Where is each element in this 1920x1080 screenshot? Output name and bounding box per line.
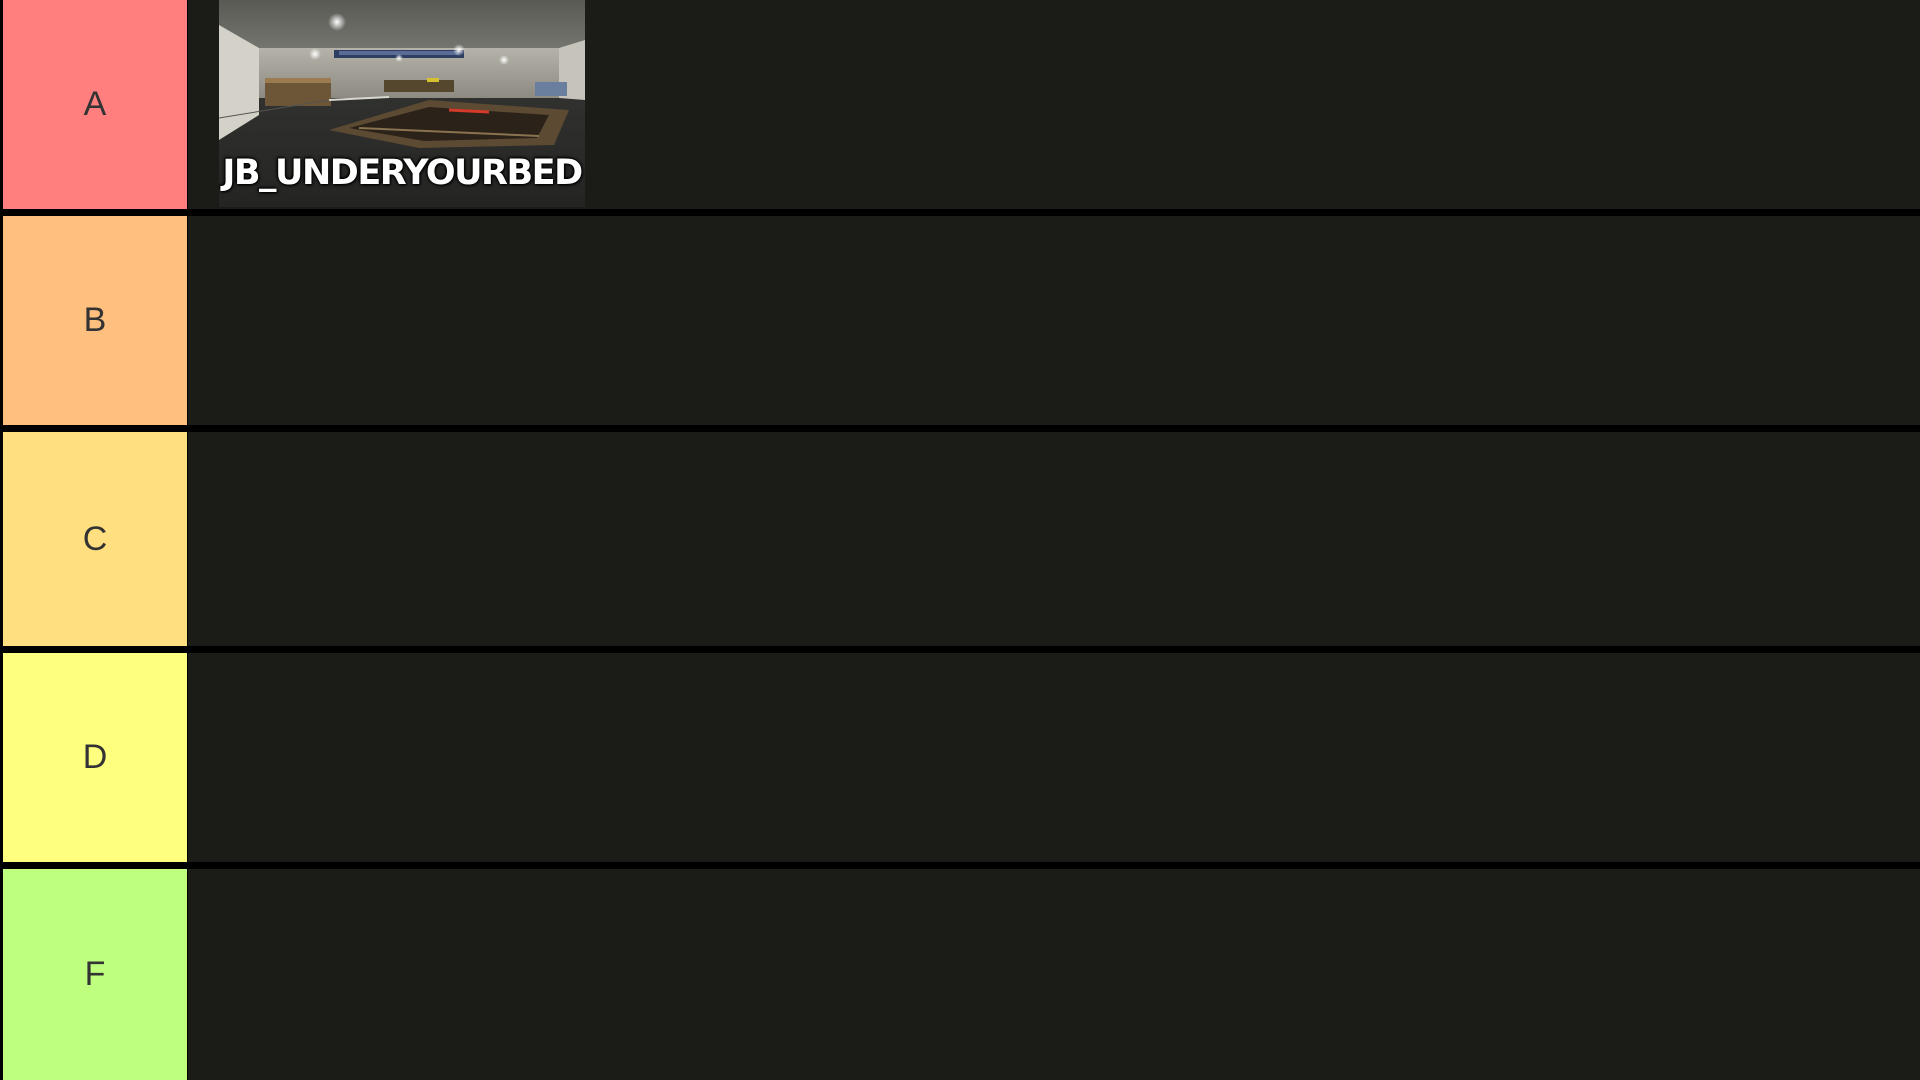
tier-label-text: A (83, 85, 107, 123)
tier-items-b[interactable] (188, 216, 1920, 425)
tier-row-d: D (0, 653, 1920, 862)
tier-items-d[interactable] (188, 653, 1920, 862)
tier-separator (187, 653, 188, 862)
tier-row-a: A (0, 0, 1920, 209)
tier-label-text: F (84, 955, 106, 993)
map-card[interactable]: JB_UNDERYOURBED (219, 0, 585, 207)
tier-label-f[interactable]: F (3, 869, 187, 1080)
map-name-label: JB_UNDERYOURBED (222, 153, 583, 193)
tier-separator (187, 869, 188, 1080)
tier-label-text: B (83, 301, 107, 339)
tier-label-a[interactable]: A (3, 0, 187, 209)
tier-label-d[interactable]: D (3, 653, 187, 862)
tier-row-b: B (0, 216, 1920, 425)
tier-label-text: C (82, 519, 108, 558)
tier-separator (187, 0, 188, 209)
tier-label-c[interactable]: C (3, 432, 187, 646)
tier-items-a[interactable]: JB_UNDERYOURBED (188, 0, 1920, 209)
tier-items-f[interactable] (188, 869, 1920, 1080)
tier-separator (187, 216, 188, 425)
map-thumbnail (219, 0, 585, 207)
tier-row-f: F (0, 869, 1920, 1080)
tier-items-c[interactable] (188, 432, 1920, 646)
tier-label-text: D (82, 738, 108, 776)
tier-label-b[interactable]: B (3, 216, 187, 425)
tier-row-c: C (0, 432, 1920, 646)
tier-separator (187, 432, 188, 646)
